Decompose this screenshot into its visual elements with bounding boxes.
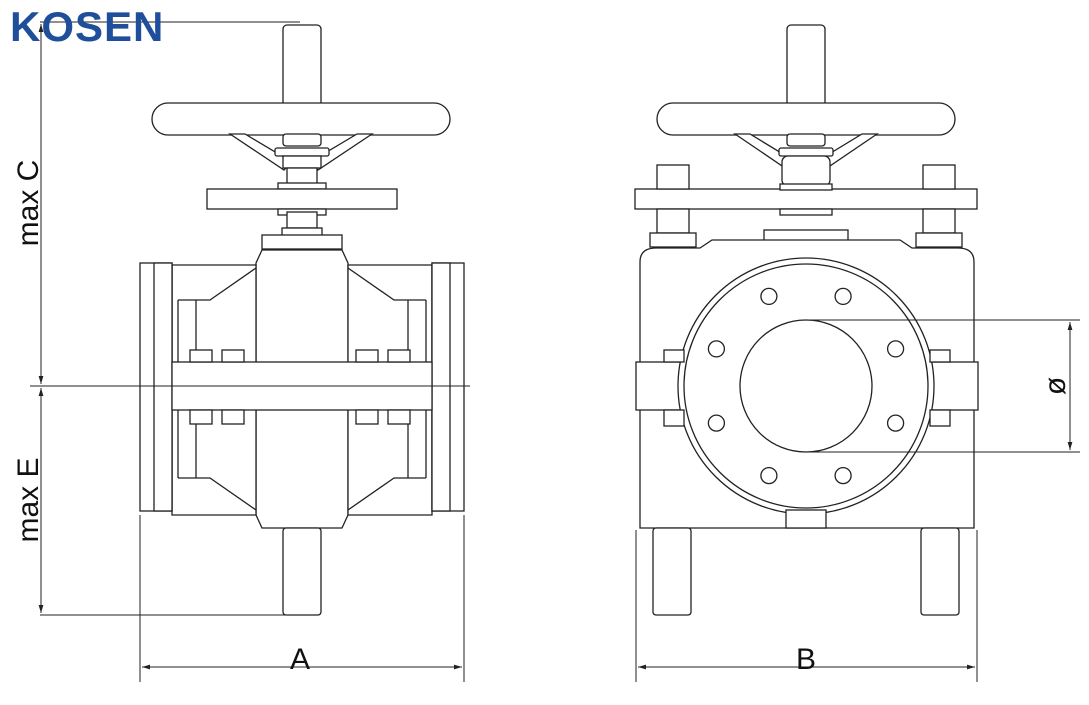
dim-label-max-e: max E [12,457,45,543]
bolt-hole [886,414,905,432]
stem-bottom [282,527,322,616]
bolt-hole [760,466,778,485]
bolt [355,349,379,363]
stud-nut [656,208,690,234]
bolt [387,349,411,363]
handwheel [151,102,451,136]
dimension-lines [30,21,1080,682]
dim-label-b: B [796,643,817,676]
bolt-hole [886,340,905,358]
stem-top [786,24,826,111]
bolt [189,409,213,425]
stem-top [282,24,322,111]
bolt [929,349,951,363]
bolt-hole [707,414,726,432]
yoke-plate [634,188,978,210]
bolt [663,349,685,363]
stud-nut [922,208,956,234]
leg-right [920,527,960,616]
bolt [355,409,379,425]
bolt-hole [834,287,852,306]
valve-front-view [634,24,979,616]
bore [739,319,873,453]
bolt-hole [760,287,778,306]
handwheel [656,102,956,136]
bolt [663,409,685,427]
bolt-hole [707,340,726,358]
bolt [189,349,213,363]
bolt-hole [834,466,852,485]
handwheel-hub [282,133,322,147]
bolt-hole-circle [707,287,905,485]
leg-left [652,527,692,616]
bolt [929,409,951,427]
bolt [387,409,411,425]
gland [261,234,343,250]
dim-label-a: A [290,643,311,676]
stud-nut [656,164,690,190]
dim-label-max-c: max C [12,159,45,247]
dim-label-diameter: ø [1039,376,1072,396]
valve-side-view [139,24,465,616]
kosen-logo: KOSEN [10,3,165,50]
stud-nut [922,164,956,190]
bolt [221,349,245,363]
yoke-plate [206,188,398,210]
bolt [221,409,245,425]
